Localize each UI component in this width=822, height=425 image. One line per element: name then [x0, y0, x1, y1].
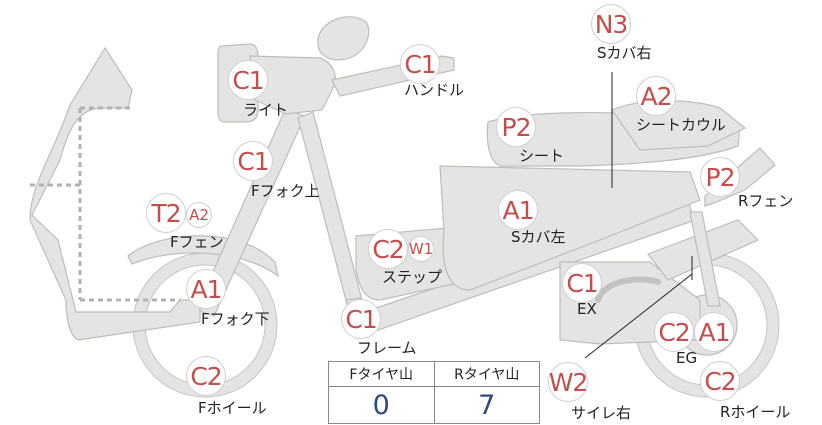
front-tread-value: 0	[328, 386, 435, 424]
step-code-badge[interactable]: C2	[368, 229, 408, 269]
rear-tread-header: Rタイヤ山	[433, 361, 540, 387]
table-row: 0 7	[328, 386, 540, 424]
muffler-right-code-badge[interactable]: W2	[548, 362, 588, 402]
r-wheel-label: Rホイール	[720, 403, 791, 421]
front-tread-header: Fタイヤ山	[328, 361, 435, 387]
f-wheel-label: Fホイール	[198, 399, 267, 417]
frame-code-badge[interactable]: C1	[341, 299, 381, 339]
step-sub-code-badge[interactable]: W1	[408, 236, 434, 262]
tire-tread-table: Fタイヤ山 Rタイヤ山 0 7	[328, 361, 540, 424]
seat-label: シート	[519, 147, 565, 165]
r-wheel-code-badge[interactable]: C2	[700, 361, 740, 401]
front-fork-shape	[195, 109, 306, 317]
f-fork-lower-code-badge[interactable]: A1	[186, 269, 226, 309]
exhaust-code-badge[interactable]: C1	[562, 263, 602, 303]
s-cover-left-code-badge[interactable]: A1	[498, 190, 538, 230]
rear-tube-shape	[689, 211, 721, 307]
seat-code-badge[interactable]: P2	[496, 107, 536, 147]
f-wheel-code-badge[interactable]: C2	[186, 356, 226, 396]
legshield-shape	[29, 46, 201, 341]
engine-code-badge[interactable]: C2	[654, 312, 694, 352]
r-fender-label: Rフェン	[738, 192, 794, 210]
handle-label: ハンドル	[404, 81, 465, 99]
engine-sub-code-badge[interactable]: A1	[694, 312, 734, 352]
light-label: ライト	[243, 101, 289, 119]
f-fork-upper-code-badge[interactable]: C1	[233, 141, 273, 181]
exhaust-pipe-shape	[595, 276, 661, 303]
engine-label: EG	[676, 349, 698, 367]
seat-cowl-code-badge[interactable]: A2	[636, 76, 676, 116]
mirror-shape	[317, 16, 370, 61]
s-cover-left-label: Sカバ左	[511, 228, 566, 246]
f-fender-sub-code-badge[interactable]: A2	[186, 202, 212, 228]
muffler-right-label: サイレ右	[571, 404, 632, 422]
s-cover-right-label: Sカバ右	[597, 44, 652, 62]
f-fender-code-badge[interactable]: T2	[146, 193, 186, 233]
exhaust-label: EX	[577, 300, 597, 318]
frame-label: フレーム	[357, 339, 417, 357]
f-fender-label: Fフェン	[170, 233, 224, 251]
step-label: ステップ	[382, 268, 443, 286]
light-code-badge[interactable]: C1	[228, 60, 268, 100]
table-header-row: Fタイヤ山 Rタイヤ山	[328, 361, 540, 387]
handle-code-badge[interactable]: C1	[400, 44, 440, 84]
s-cover-right-code-badge[interactable]: N3	[591, 4, 631, 44]
r-fender-code-badge[interactable]: P2	[700, 157, 740, 197]
seat-cowl-label: シートカウル	[636, 116, 727, 134]
handlebar-shape	[249, 55, 336, 115]
frame-tube-shape	[297, 111, 363, 305]
rear-tread-value: 7	[433, 386, 540, 424]
f-fork-lower-label: Fフォク下	[201, 310, 270, 328]
f-fork-upper-label: Fフォク上	[251, 182, 320, 200]
muffler-right-leader	[584, 273, 693, 359]
